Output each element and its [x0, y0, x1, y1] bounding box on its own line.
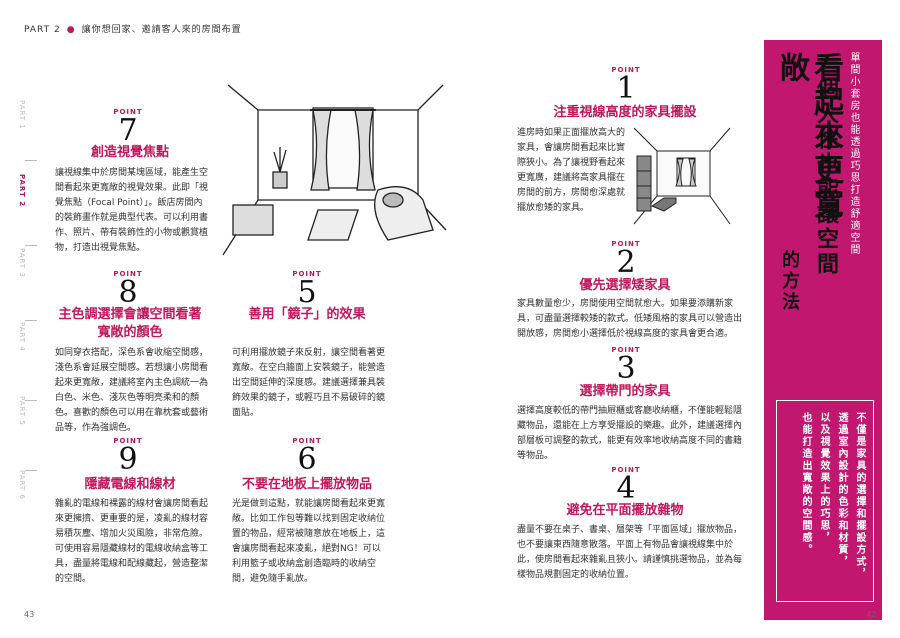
room-illustration: [222, 84, 447, 256]
point-4-body: 盡量不要在桌子、書桌、層架等「平面區域」擺放物品，也不要讓東西隨意散落。平面上有…: [517, 525, 743, 580]
point-8-title: 主色調選擇會讓空間看著寬敞的顏色: [58, 307, 202, 340]
point-5-body: 可利用擺放鏡子來反射，讓空間看著更寬敞。在空白牆面上安裝鏡子，能營造出空間延伸的…: [232, 348, 386, 418]
point-3-badge: POINT 3: [606, 346, 646, 384]
point-number: 7: [118, 113, 138, 148]
sidebar-desc-4: 也能打造出寬敞的空間感。: [800, 412, 811, 556]
point-1-badge: POINT 1: [606, 66, 646, 104]
side-tab-part3[interactable]: PART 3: [18, 248, 26, 278]
point-1-body: 進房時如果正面擺放高大的家具，會讓房間看起來比實際狹小。為了讓視野看起來更寬廣，…: [517, 128, 626, 213]
point-label: POINT: [611, 240, 641, 248]
point-7-badge: POINT 7: [108, 108, 148, 146]
point-9-title: 隱藏電線和線材: [84, 477, 176, 492]
point-label: POINT: [611, 346, 641, 354]
side-tabs: PART 1 PART 2 PART 3 PART 4 PART 5 PART …: [18, 100, 32, 544]
room-illustration-small: [633, 127, 731, 225]
page-header: PART 2 ● 讓你想回家、邀請客人來的房間布置: [24, 22, 242, 35]
point-label: POINT: [611, 66, 641, 74]
point-number: 1: [616, 71, 636, 106]
side-tab-part1[interactable]: PART 1: [18, 100, 26, 130]
point-number: 9: [118, 442, 138, 477]
point-number: 8: [118, 275, 138, 310]
header-subtitle: 讓你想回家、邀請客人來的房間布置: [81, 25, 242, 35]
sidebar-desc-2: 透過室內設計的色彩和材質，: [836, 412, 847, 568]
tab-divider: [25, 470, 37, 471]
point-3-body: 選擇高度較低的帶門抽屜櫃或客廳收納櫃，不僅能輕鬆隱藏物品，還能在上方享受擺設的樂…: [517, 406, 743, 461]
point-2-title: 優先選擇矮家具: [579, 278, 671, 293]
side-tab-part4[interactable]: PART 4: [18, 322, 26, 352]
sidebar-headline-2: 看起來更寬敞: [774, 52, 843, 222]
part-label: PART 2: [24, 25, 61, 35]
point-2-body: 家具數量愈少，房間使用空間就愈大。如果要添購新家具，可盡量選擇較矮的款式。低矮風…: [517, 299, 743, 339]
point-7-title: 創造視覺焦點: [90, 145, 169, 160]
side-tab-part6[interactable]: PART 6: [18, 470, 26, 500]
point-5-badge: POINT 5: [287, 270, 327, 308]
point-number: 2: [616, 245, 636, 280]
point-number: 5: [297, 275, 317, 310]
point-number: 6: [297, 442, 317, 477]
side-tab-part2[interactable]: PART 2: [18, 174, 26, 208]
sidebar-desc-3: 以及視覺效果上的巧思，: [818, 412, 829, 544]
title-sidebar: [764, 40, 882, 620]
point-9-body: 雜亂的電線和裸露的線材會讓房間看起來更擁擠、更重要的是，凌亂的線材容易積灰塵、增…: [55, 499, 209, 584]
tab-divider: [25, 160, 37, 161]
point-number: 4: [616, 471, 636, 506]
point-7-body: 讓視線集中於房間某塊區域，能產生空間看起來更寬敞的視覺效果。此即「視覺焦點（Fo…: [55, 168, 209, 253]
point-3-title: 選擇帶門的家具: [579, 384, 671, 399]
sidebar-headline-1: 一個人住也能讓空間: [813, 52, 838, 277]
point-8-badge: POINT 8: [108, 270, 148, 308]
sidebar-desc-box: [776, 400, 874, 602]
point-label: POINT: [113, 437, 143, 445]
tab-divider: [25, 400, 37, 401]
point-5-title: 善用「鏡子」的效果: [248, 307, 366, 322]
point-4-title: 避免在平面擺放雜物: [566, 503, 684, 518]
point-label: POINT: [611, 466, 641, 474]
tab-divider: [25, 245, 37, 246]
point-label: POINT: [292, 437, 322, 445]
point-label: POINT: [292, 270, 322, 278]
page-number-left: 43: [24, 610, 35, 619]
sidebar-desc-1: 不僅是家具的選擇和擺設方式，: [854, 412, 865, 580]
point-6-title: 不要在地板上擺放物品: [241, 477, 372, 492]
point-1-title: 注重視線高度的家具擺設: [553, 105, 697, 120]
bullet-dot: ●: [66, 25, 76, 35]
point-6-body: 光是做到這點，就能讓房間看起來更寬敞。比如工作包等難以找到固定收納位置的物品，經…: [232, 499, 386, 584]
point-8-body: 如同穿衣搭配，深色系會收縮空間感，淺色系會延展空間感。若想讓小房間看起來更寬敞，…: [55, 348, 209, 433]
point-2-badge: POINT 2: [606, 240, 646, 278]
tab-divider: [25, 320, 37, 321]
point-label: POINT: [113, 270, 143, 278]
point-number: 3: [616, 351, 636, 386]
page-number-right: 42: [866, 610, 877, 619]
sidebar-headline-3: 的方法: [779, 250, 800, 313]
side-tab-part5[interactable]: PART 5: [18, 396, 26, 426]
point-6-badge: POINT 6: [287, 437, 327, 475]
point-9-badge: POINT 9: [108, 437, 148, 475]
point-4-badge: POINT 4: [606, 466, 646, 504]
point-label: POINT: [113, 108, 143, 116]
sidebar-subtitle: 單間小套房也能透過巧思打造舒適空間: [848, 52, 859, 256]
